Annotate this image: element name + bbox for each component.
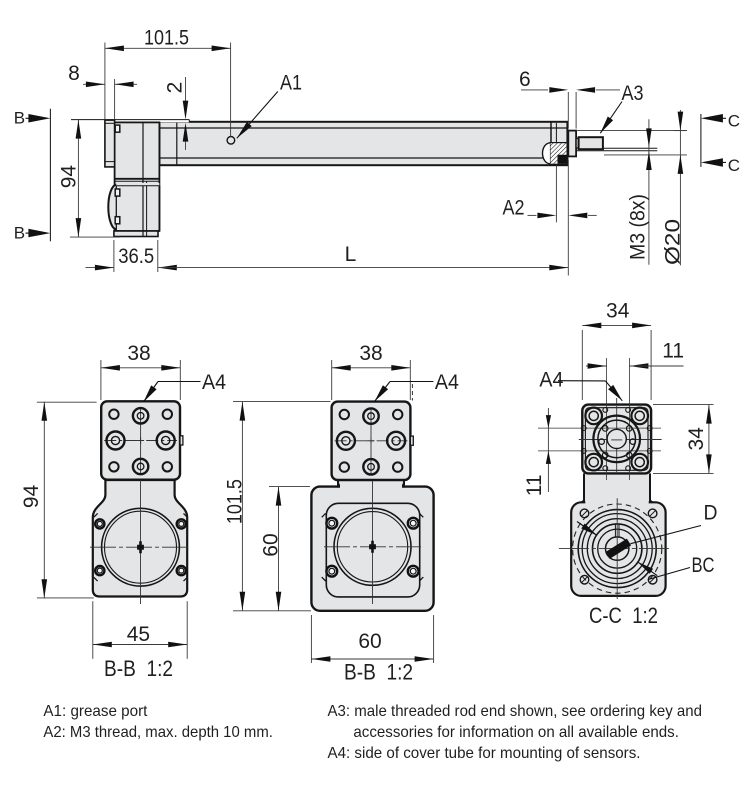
svg-text:38: 38	[359, 342, 382, 365]
svg-text:BC: BC	[692, 554, 715, 577]
svg-text:accessories for information on: accessories for information on all avail…	[353, 724, 679, 741]
svg-text:45: 45	[127, 623, 150, 646]
svg-text:94: 94	[58, 165, 81, 189]
svg-text:34: 34	[685, 427, 708, 451]
svg-text:38: 38	[127, 342, 150, 365]
svg-text:B: B	[14, 223, 25, 242]
svg-text:8: 8	[68, 62, 80, 85]
svg-text:L: L	[345, 243, 357, 266]
svg-text:A2: A2	[503, 197, 525, 220]
svg-text:D: D	[704, 502, 718, 525]
svg-text:M3 (8x): M3 (8x)	[627, 194, 650, 260]
svg-text:11: 11	[662, 340, 684, 363]
svg-text:A3: male threaded rod end show: A3: male threaded rod end shown, see ord…	[328, 703, 703, 720]
svg-text:2: 2	[164, 82, 187, 94]
svg-text:B-B 1:2: B-B 1:2	[344, 660, 413, 685]
svg-text:A4: A4	[539, 368, 563, 391]
svg-text:6: 6	[519, 68, 531, 91]
svg-text:11: 11	[523, 474, 546, 496]
svg-text:A4: side of cover tube for mou: A4: side of cover tube for mounting of s…	[328, 745, 641, 762]
svg-text:A3: A3	[622, 82, 644, 105]
svg-text:A1: A1	[280, 72, 302, 95]
svg-text:60: 60	[260, 533, 283, 556]
svg-text:60: 60	[358, 630, 381, 653]
svg-text:B: B	[14, 109, 25, 128]
svg-text:A4: A4	[202, 371, 226, 394]
svg-text:94: 94	[20, 484, 43, 508]
svg-text:36.5: 36.5	[118, 245, 154, 268]
svg-text:Ø20: Ø20	[662, 219, 685, 265]
svg-text:A1: grease port: A1: grease port	[43, 703, 148, 720]
svg-text:101.5: 101.5	[144, 27, 189, 50]
svg-text:A2: M3 thread, max. depth 10 m: A2: M3 thread, max. depth 10 mm.	[43, 724, 273, 741]
svg-text:C: C	[728, 156, 740, 175]
svg-text:34: 34	[606, 300, 630, 323]
svg-text:101.5: 101.5	[224, 479, 247, 524]
svg-text:C-C 1:2: C-C 1:2	[589, 603, 658, 628]
svg-text:A4: A4	[435, 371, 459, 394]
svg-text:B-B 1:2: B-B 1:2	[104, 656, 173, 681]
svg-text:C: C	[728, 112, 740, 131]
